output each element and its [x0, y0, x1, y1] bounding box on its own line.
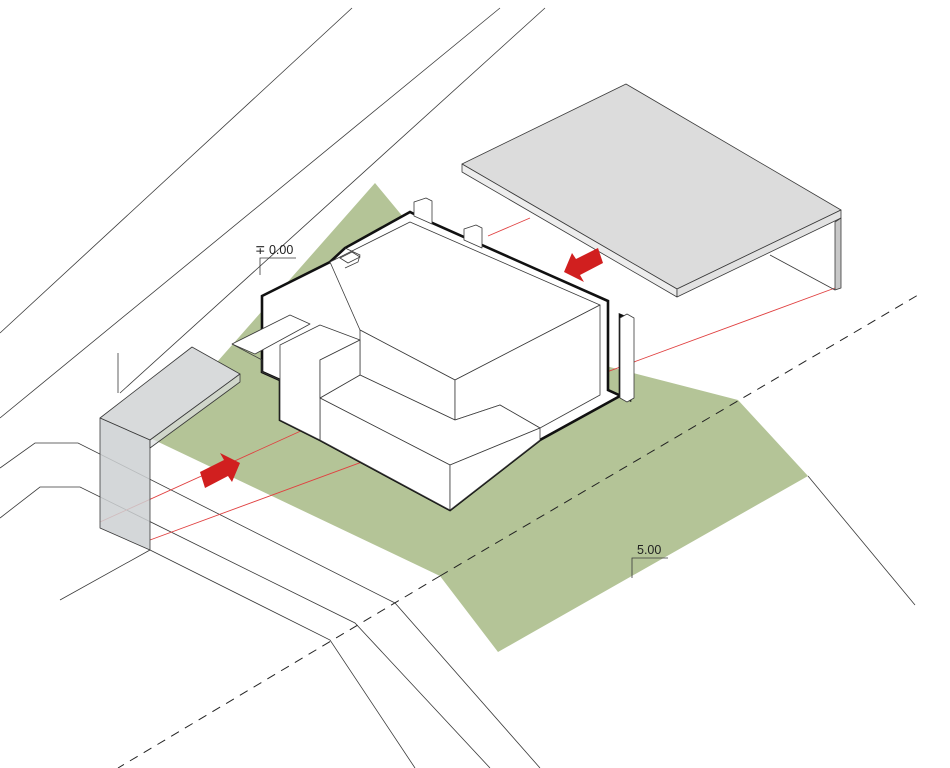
site-line [807, 475, 916, 606]
arrow-up-right-icon [200, 453, 240, 488]
parapet-line [344, 247, 361, 269]
lower-block-side [449, 427, 541, 511]
building [231, 197, 635, 512]
arrow-down-left-icon [564, 248, 603, 282]
glass-canopy-side [149, 373, 241, 449]
site-line [119, 7, 546, 394]
axis-line [487, 217, 531, 237]
arrows [200, 248, 603, 488]
canopy-support-line [769, 254, 836, 291]
road-edge-line [59, 549, 416, 768]
cantilever-slab [231, 314, 311, 355]
ground-level-leader [259, 257, 296, 275]
ground-level-triangle [339, 251, 361, 264]
cantilever-edge [231, 343, 281, 381]
upper-level-leader [631, 557, 668, 578]
setback-line [117, 575, 441, 768]
canopy-roof [461, 83, 842, 298]
setback-line [439, 294, 919, 577]
site-line [0, 7, 353, 334]
chimney [413, 197, 433, 225]
entrance-volume-side [319, 339, 361, 399]
ground-level-marker: ∓ 0.00 [255, 243, 361, 275]
ground-level-label: ∓ 0.00 [255, 243, 293, 257]
site-context-lines [0, 7, 916, 768]
canopy-support-wall [834, 217, 842, 291]
glass-canopy [99, 346, 241, 551]
glass-canopy-wall [99, 417, 151, 551]
setback-lines [117, 294, 919, 768]
upper-level-marker: 5.00 [631, 543, 668, 578]
road-edge-line [0, 442, 541, 768]
site-line [0, 7, 501, 419]
pillar [619, 313, 635, 403]
road-edge-line [0, 486, 491, 768]
chimney [463, 224, 483, 249]
canopy-roof-top [461, 83, 842, 290]
upper-level-label: 5.00 [637, 543, 661, 557]
